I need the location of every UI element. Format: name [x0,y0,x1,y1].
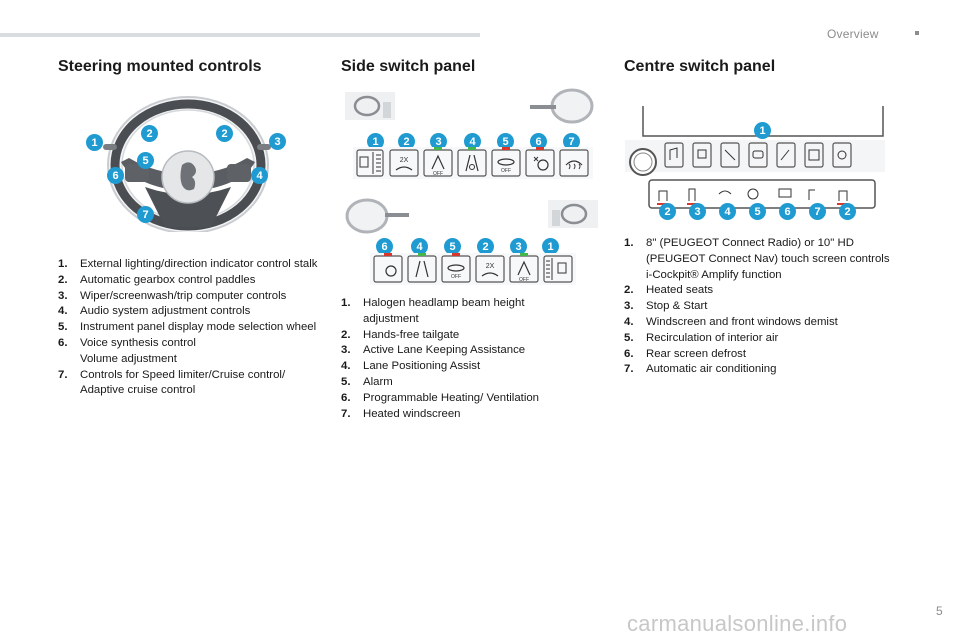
centre-badge-1: 1 [754,122,771,139]
headlamp-adjust-wheel [356,149,384,177]
steering-badge-7: 7 [137,206,154,223]
side-wheel-icon-right [530,88,594,124]
steering-badge-1: 1 [86,134,103,151]
steering-badge-5: 5 [137,152,154,169]
centre-badge-6: 6 [779,203,796,220]
legend-item: 3.Wiper/screenwash/trip computer control… [58,289,287,302]
legend-item: 6.Programmable Heating/ Ventilation [341,391,540,404]
legend-item: 2.Heated seats [624,284,714,297]
side-top-badge-2: 2 [398,133,415,150]
legend-item: 5.Instrument panel display mode selectio… [58,321,317,334]
centre-badge-2-right: 2 [839,203,856,220]
legend-item: 7.Controls for Speed limiter/Cruise cont… [58,368,286,397]
side-top-badge-1: 1 [367,133,384,150]
off-label: OFF [501,168,511,174]
side-wheel-icon-lower-left [345,198,409,234]
page-number: 5 [936,604,943,618]
section-title: Overview [827,27,879,41]
header-rule [0,33,480,37]
small-wheel-icon-left [345,92,395,120]
legend-item: 1.Halogen headlamp beam height adjustmen… [341,297,525,325]
two-x-label: 2X [486,263,495,270]
header-marker [915,31,919,35]
steering-badge-2-right: 2 [216,125,233,142]
legend-item: 4.Audio system adjustment controls [58,305,251,318]
centre-badge-7: 7 [809,203,826,220]
centre-legend: 1.8" (PEUGEOT Connect Radio) or 10" HD (… [624,236,892,378]
legend-item: 7.Automatic air conditioning [624,363,777,376]
steering-badge-2-left: 2 [141,125,158,142]
side-switch-row-top: 2X OFF OFF [353,147,593,179]
steering-badge-3: 3 [269,133,286,150]
steering-legend: 1.External lighting/direction indicator … [58,257,320,399]
off-label: OFF [519,277,529,283]
side-bottom-badge-1: 1 [542,238,559,255]
side-bottom-badge-5: 5 [444,238,461,255]
side-bottom-badge-6: 6 [376,238,393,255]
side-top-badge-4: 4 [464,133,481,150]
small-wheel-icon-right [548,200,598,228]
side-bottom-badge-3: 3 [510,238,527,255]
steering-badge-4: 4 [251,167,268,184]
legend-item: 2.Automatic gearbox control paddles [58,273,256,286]
legend-item: 1.8" (PEUGEOT Connect Radio) or 10" HD (… [624,237,890,265]
centre-badge-5: 5 [749,203,766,220]
side-legend: 1.Halogen headlamp beam height adjustmen… [341,296,566,422]
legend-item: 3.Stop & Start [624,300,708,313]
side-top-badge-6: 6 [530,133,547,150]
side-top-badge-3: 3 [430,133,447,150]
legend-item: Volume adjustment [80,352,177,365]
legend-item: 4.Windscreen and front windows demist [624,315,838,328]
legend-item: 2.Hands-free tailgate [341,328,460,341]
side-top-badge-5: 5 [497,133,514,150]
side-top-badge-7: 7 [563,133,580,150]
centre-badge-4: 4 [719,203,736,220]
off-label: OFF [451,274,461,280]
legend-item: 1.External lighting/direction indicator … [58,258,318,270]
centre-console-illustration [625,106,885,209]
legend-item: i-Cockpit® Amplify function [646,268,782,281]
centre-badge-3: 3 [689,203,706,220]
steering-badge-6: 6 [107,167,124,184]
legend-item: 4.Lane Positioning Assist [341,360,481,373]
side-bottom-badge-4: 4 [411,238,428,255]
legend-item: 6.Voice synthesis control [58,336,196,349]
legend-item: 7.Heated windscreen [341,407,461,420]
side-title: Side switch panel [341,58,476,75]
steering-title: Steering mounted controls [58,58,262,75]
off-label: OFF [433,171,443,177]
legend-item: 5.Alarm [341,375,393,388]
legend-item: 6.Rear screen defrost [624,347,747,360]
side-bottom-badge-2: 2 [477,238,494,255]
watermark: carmanualsonline.info [627,611,848,636]
side-switch-row-bottom: OFF 2X OFF [370,253,576,285]
legend-item: 3.Active Lane Keeping Assistance [341,344,526,357]
centre-title: Centre switch panel [624,58,776,75]
legend-item: 5.Recirculation of interior air [624,331,779,344]
steering-wheel-illustration [103,96,271,232]
centre-badge-2-left: 2 [659,203,676,220]
two-x-label: 2X [400,157,409,164]
